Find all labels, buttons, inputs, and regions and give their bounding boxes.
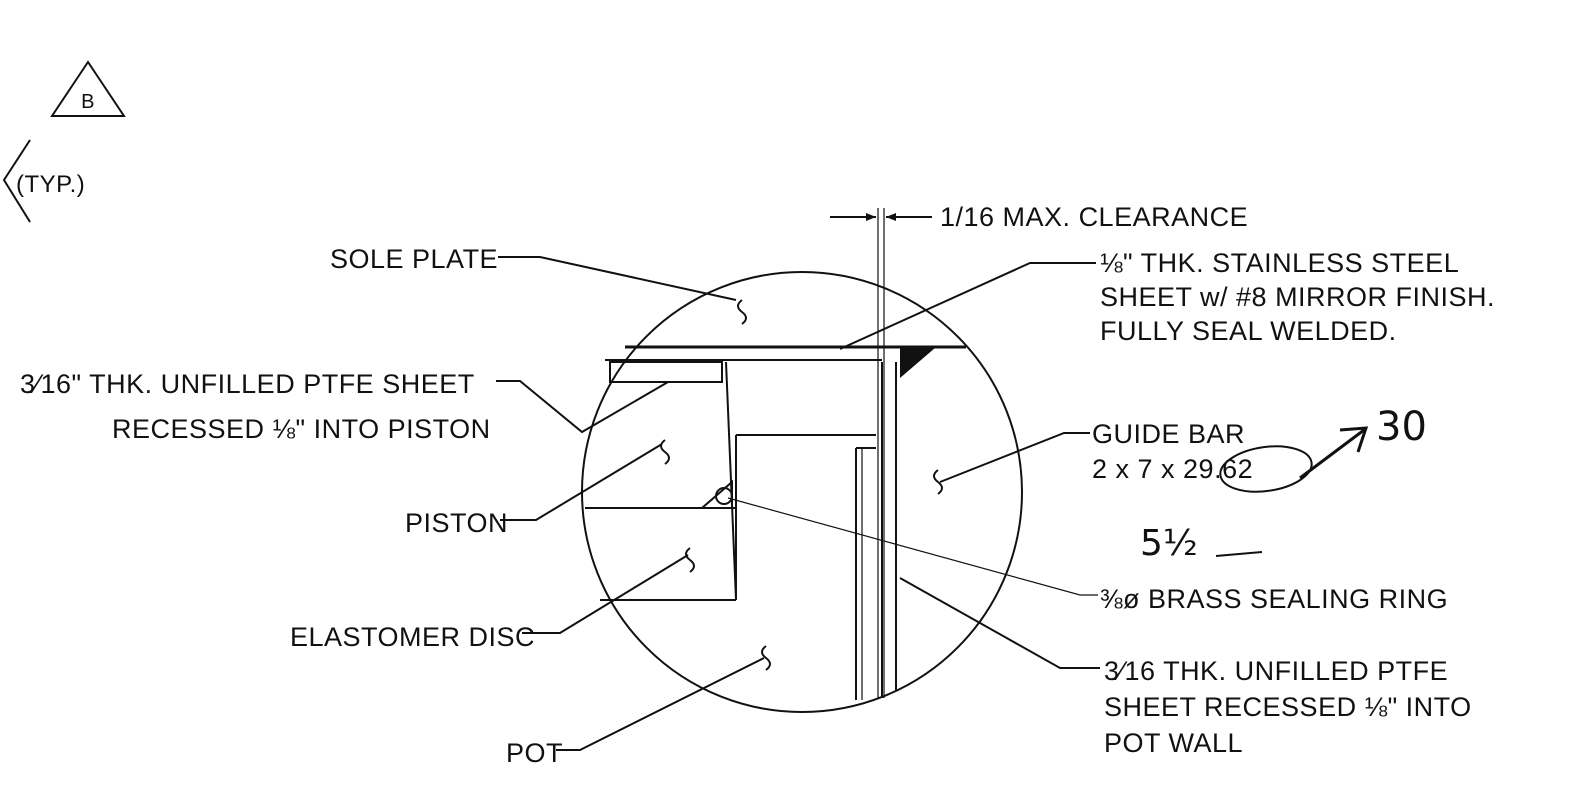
elastomer-label: ELASTOMER DISC [290,622,535,652]
section-marks [660,299,943,671]
ptfe-top-label-2: RECESSED ⅛" INTO PISTON [112,414,491,444]
guide-bar-label-1: GUIDE BAR [1092,419,1245,449]
brass-ring [699,479,733,509]
clearance-callout: 1/16 MAX. CLEARANCE [830,202,1248,232]
handwritten-30: 30 [1376,404,1427,450]
stainless-callout: ⅛" THK. STAINLESS STEEL SHEET w/ #8 MIRR… [839,248,1495,350]
stainless-label-1: ⅛" THK. STAINLESS STEEL [1100,248,1459,278]
stainless-label-2: SHEET w/ #8 MIRROR FINISH. [1100,282,1495,312]
ptfe-side-label-1: 3⁄16 THK. UNFILLED PTFE [1104,656,1448,686]
piston-body [585,361,876,601]
pot-label: POT [506,738,563,768]
stainless-label-3: FULLY SEAL WELDED. [1100,316,1397,346]
handwritten-5-half: 5½ [1140,523,1198,564]
brass-ring-label: ⅜ø BRASS SEALING RING [1100,584,1448,614]
typ-text: (TYP.) [16,171,85,198]
ptfe-side-callout: 3⁄16 THK. UNFILLED PTFE SHEET RECESSED ⅛… [899,577,1472,758]
stainless-sheet [605,345,966,378]
clearance-label: 1/16 MAX. CLEARANCE [940,202,1248,232]
revision-marker: B [50,60,126,117]
pot-callout: POT [506,657,765,768]
typ-note: (TYP.) [2,139,85,223]
ptfe-side-label-3: POT WALL [1104,728,1243,758]
piston-callout: PISTON [405,443,663,538]
brass-ring-callout: ⅜ø BRASS SEALING RING [727,497,1448,614]
sole-plate-callout: SOLE PLATE [330,244,737,301]
sole-plate-label: SOLE PLATE [330,244,498,274]
handwritten-markup: 30 5½ [1140,404,1427,564]
guide-bar-label-2: 2 x 7 x 29.62 [1092,454,1253,484]
ptfe-side-label-2: SHEET RECESSED ⅛" INTO [1104,692,1472,722]
ptfe-top-sheet [609,361,723,383]
revision-letter: B [81,91,95,113]
detail-circle [581,271,1023,713]
elastomer-callout: ELASTOMER DISC [290,554,689,652]
guide-bar-callout: GUIDE BAR 2 x 7 x 29.62 [939,419,1253,484]
piston-label: PISTON [405,508,508,538]
guide-bar-lines [855,208,897,700]
ptfe-top-callout: 3⁄16" THK. UNFILLED PTFE SHEET RECESSED … [20,369,669,444]
ptfe-top-label-1: 3⁄16" THK. UNFILLED PTFE SHEET [20,369,475,399]
